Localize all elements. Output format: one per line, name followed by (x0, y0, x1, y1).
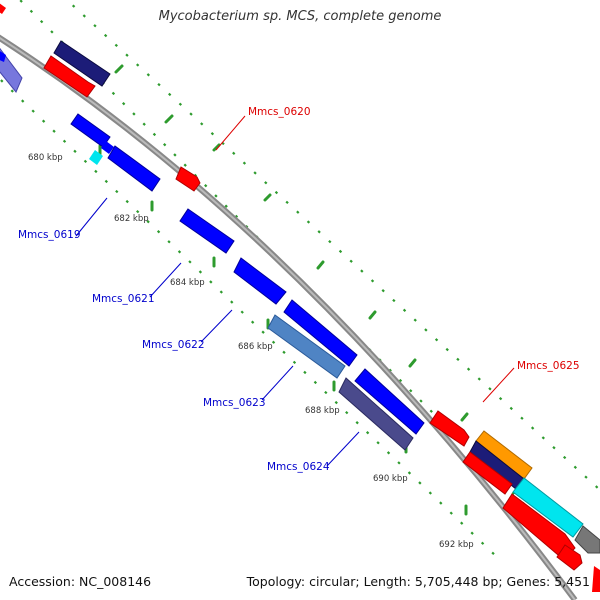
gene-arrow[interactable] (512, 477, 584, 538)
gene-label-mmcs-0621[interactable]: Mmcs_0621 (92, 293, 155, 305)
gene-mmcs-0619[interactable] (107, 145, 161, 192)
gene-label-mmcs-0620[interactable]: Mmcs_0620 (248, 106, 311, 118)
gene-arrow[interactable] (556, 544, 583, 571)
tick-mark (408, 358, 417, 368)
gene-arrow[interactable] (101, 141, 114, 154)
gene-label-mmcs-0623[interactable]: Mmcs_0623 (203, 397, 266, 409)
gene-mmcs-0620[interactable] (175, 166, 201, 192)
tick-label: 686 kbp (238, 342, 273, 352)
gene-mmcs-0625[interactable] (429, 410, 470, 447)
gene-arrow[interactable] (70, 113, 111, 148)
gene-mmcs-0624[interactable] (338, 377, 414, 451)
map-title: Mycobacterium sp. MCS, complete genome (158, 9, 442, 24)
gene-arrow[interactable] (354, 368, 425, 435)
tick-mark (368, 310, 377, 320)
callout-line-mmcs-0622 (200, 309, 233, 343)
tick-mark (460, 412, 469, 422)
genome-backbone-highlight (0, 37, 576, 600)
gene-mmcs-0622[interactable] (233, 257, 287, 305)
outer-feature-track-2 (65, 0, 600, 491)
tick-label: 684 kbp (170, 278, 205, 288)
gene-arrow[interactable] (574, 525, 600, 554)
callout-line-mmcs-0625 (482, 367, 515, 403)
gene-label-mmcs-0625[interactable]: Mmcs_0625 (517, 360, 580, 372)
gene-arrow[interactable] (43, 55, 96, 98)
gene-mmcs-0623[interactable] (267, 314, 346, 379)
callout-line-mmcs-0623 (261, 365, 294, 401)
gene-mmcs-0621[interactable] (179, 208, 235, 254)
gene-label-mmcs-0619[interactable]: Mmcs_0619 (18, 229, 81, 241)
tick-mark (164, 114, 174, 124)
callout-line-mmcs-0620 (215, 115, 246, 151)
tick-label: 690 kbp (373, 474, 408, 484)
inner-feature-track (0, 77, 501, 561)
callout-line-mmcs-0619 (75, 197, 108, 237)
tick-label: 692 kbp (439, 540, 474, 550)
gene-arrow[interactable] (0, 0, 6, 14)
tick-label: 680 kbp (28, 153, 63, 163)
gene-arrow[interactable] (0, 42, 23, 93)
tick-label: 688 kbp (305, 406, 340, 416)
callout-line-mmcs-0621 (149, 262, 182, 298)
gene-arrow[interactable] (462, 451, 513, 495)
gene-arrow[interactable] (53, 40, 111, 87)
tick-mark (316, 260, 325, 270)
tick-mark (212, 143, 221, 152)
tick-mark (263, 193, 272, 202)
gene-label-mmcs-0624[interactable]: Mmcs_0624 (267, 461, 330, 473)
gene-arrow[interactable] (0, 48, 6, 62)
genome-summary-text: Topology: circular; Length: 5,705,448 bp… (246, 574, 590, 589)
accession-text: Accession: NC_008146 (9, 574, 152, 589)
gene-label-mmcs-0622[interactable]: Mmcs_0622 (142, 339, 205, 351)
gene-arrow[interactable] (283, 299, 358, 367)
gene-arrow[interactable] (592, 566, 600, 592)
tick-label: 682 kbp (114, 214, 149, 224)
tick-mark (114, 64, 124, 74)
callout-line-mmcs-0624 (326, 431, 360, 467)
gene-arrow[interactable] (89, 150, 103, 165)
